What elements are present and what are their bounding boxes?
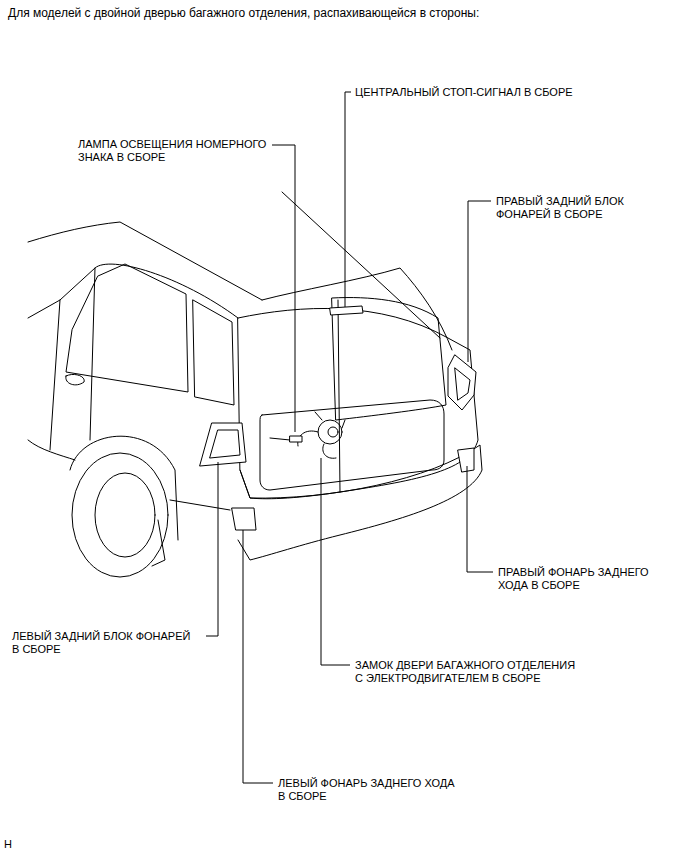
lock-motor: [318, 420, 342, 444]
roof-line: [28, 222, 262, 300]
bumper: [238, 445, 482, 560]
leader-line: [345, 92, 351, 307]
leader-line: [467, 466, 493, 572]
part-label: ПРАВЫЙ ЗАДНИЙ БЛОК ФОНАРЕЙ В СБОРЕ: [496, 195, 628, 221]
mud-flap: [152, 520, 165, 566]
plate-lamp: [290, 436, 302, 442]
part-label: ЛЕВЫЙ ФОНАРЬ ЗАДНЕГО ХОДА В СБОРЕ: [278, 777, 459, 803]
lock-gear: [328, 427, 338, 437]
side-window-rear: [193, 300, 234, 405]
leader-line: [272, 145, 295, 432]
figure-title: Для моделей с двойной дверью багажного о…: [8, 6, 479, 20]
leader-line: [321, 458, 350, 665]
leader-line: [468, 201, 491, 362]
part-label: ЛАМПА ОСВЕЩЕНИЯ НОМЕРНОГО ЗНАКА В СБОРЕ: [78, 138, 271, 164]
left-tail-light: [200, 423, 246, 466]
right-reverse-light: [458, 448, 474, 472]
part-label: ЛЕВЫЙ ЗАДНИЙ БЛОК ФОНАРЕЙ В СБОРЕ: [12, 630, 195, 656]
door-line: [50, 268, 95, 450]
side-window-front: [66, 264, 188, 392]
plate-recess: [260, 400, 444, 490]
rim: [95, 473, 155, 557]
rear-door-outline: [238, 308, 478, 498]
side-lower: [28, 440, 230, 510]
door-split-line: [338, 300, 340, 492]
part-label: ПРАВЫЙ ФОНАРЬ ЗАДНЕГО ХОДА В СБОРЕ: [498, 566, 653, 592]
door-handle: [66, 374, 84, 384]
roof-rail: [282, 192, 440, 338]
part-label: ЦЕНТРАЛЬНЫЙ СТОП-СИГНАЛ В СБОРЕ: [355, 86, 573, 99]
car-body: [28, 192, 482, 577]
rear-window: [332, 298, 446, 420]
high-stop-light: [330, 306, 363, 315]
wheel-arch: [70, 436, 178, 540]
leader-line: [206, 462, 218, 636]
leader-line: [243, 530, 273, 783]
roof-rear-edge: [262, 268, 452, 350]
tire: [72, 453, 168, 577]
part-label: ЗАМОК ДВЕРИ БАГАЖНОГО ОТДЕЛЕНИЯ С ЭЛЕКТР…: [355, 659, 580, 685]
left-reverse-light: [232, 508, 256, 530]
right-tail-light: [448, 355, 476, 410]
figure-code: H: [4, 838, 12, 851]
lock-wiring: [270, 412, 345, 458]
